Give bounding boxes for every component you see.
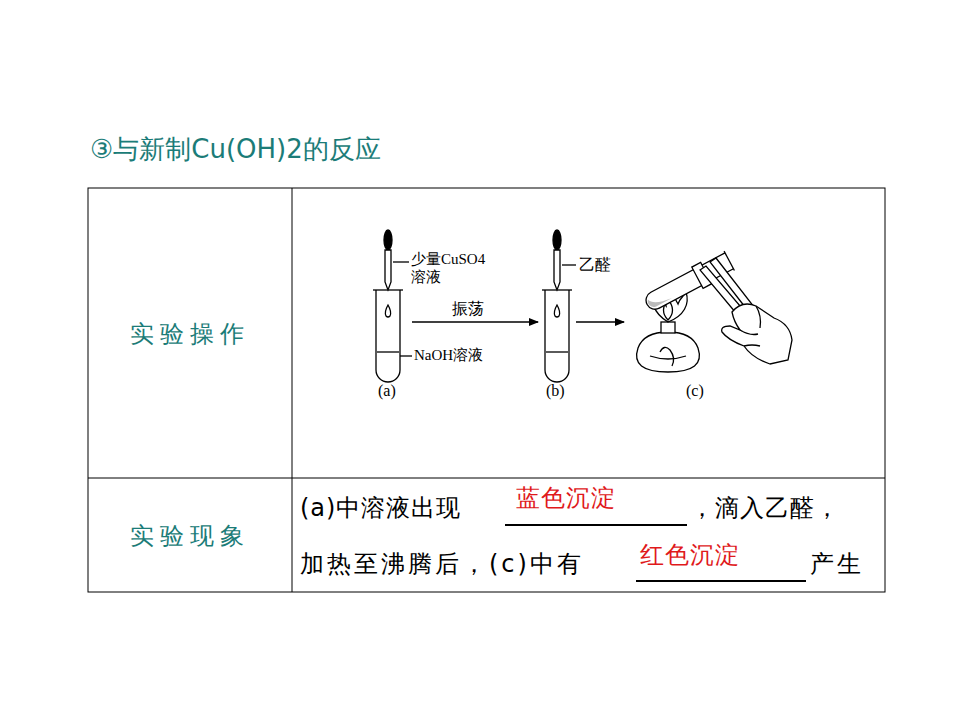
table-cell: 实验操作 [88,320,292,349]
process-arrow [576,321,624,322]
table-cell: 实验现象 [88,522,292,551]
answer-text: 红色沉淀 [640,541,740,570]
table-cell: 加热至沸腾后，(c)中有 [300,550,584,579]
figure-label: (a) [378,381,396,400]
process-arrow [412,321,538,322]
answer-text: 蓝色沉淀 [516,484,616,513]
table-cell: (a)中溶液出现 [300,494,461,523]
hand [722,304,792,364]
blank-underline [636,580,806,582]
test-tube-a [373,230,412,382]
figure-label: 乙醛 [579,255,611,274]
figure-label: 少量CuSO4 溶液 [411,250,499,286]
blank-underline [505,524,687,526]
test-tube-b [542,230,576,382]
table-cell: ，滴入乙醛， [690,494,840,523]
table-cell: 产生 [810,550,864,579]
table-grid [88,188,885,592]
figure-label: 振荡 [452,299,484,318]
figure-label: NaOH溶液 [414,346,483,364]
figure-label: (b) [546,381,565,400]
figure-label: (c) [686,381,704,400]
slide-title: ③与新制Cu(OH)2的反应 [90,134,381,165]
